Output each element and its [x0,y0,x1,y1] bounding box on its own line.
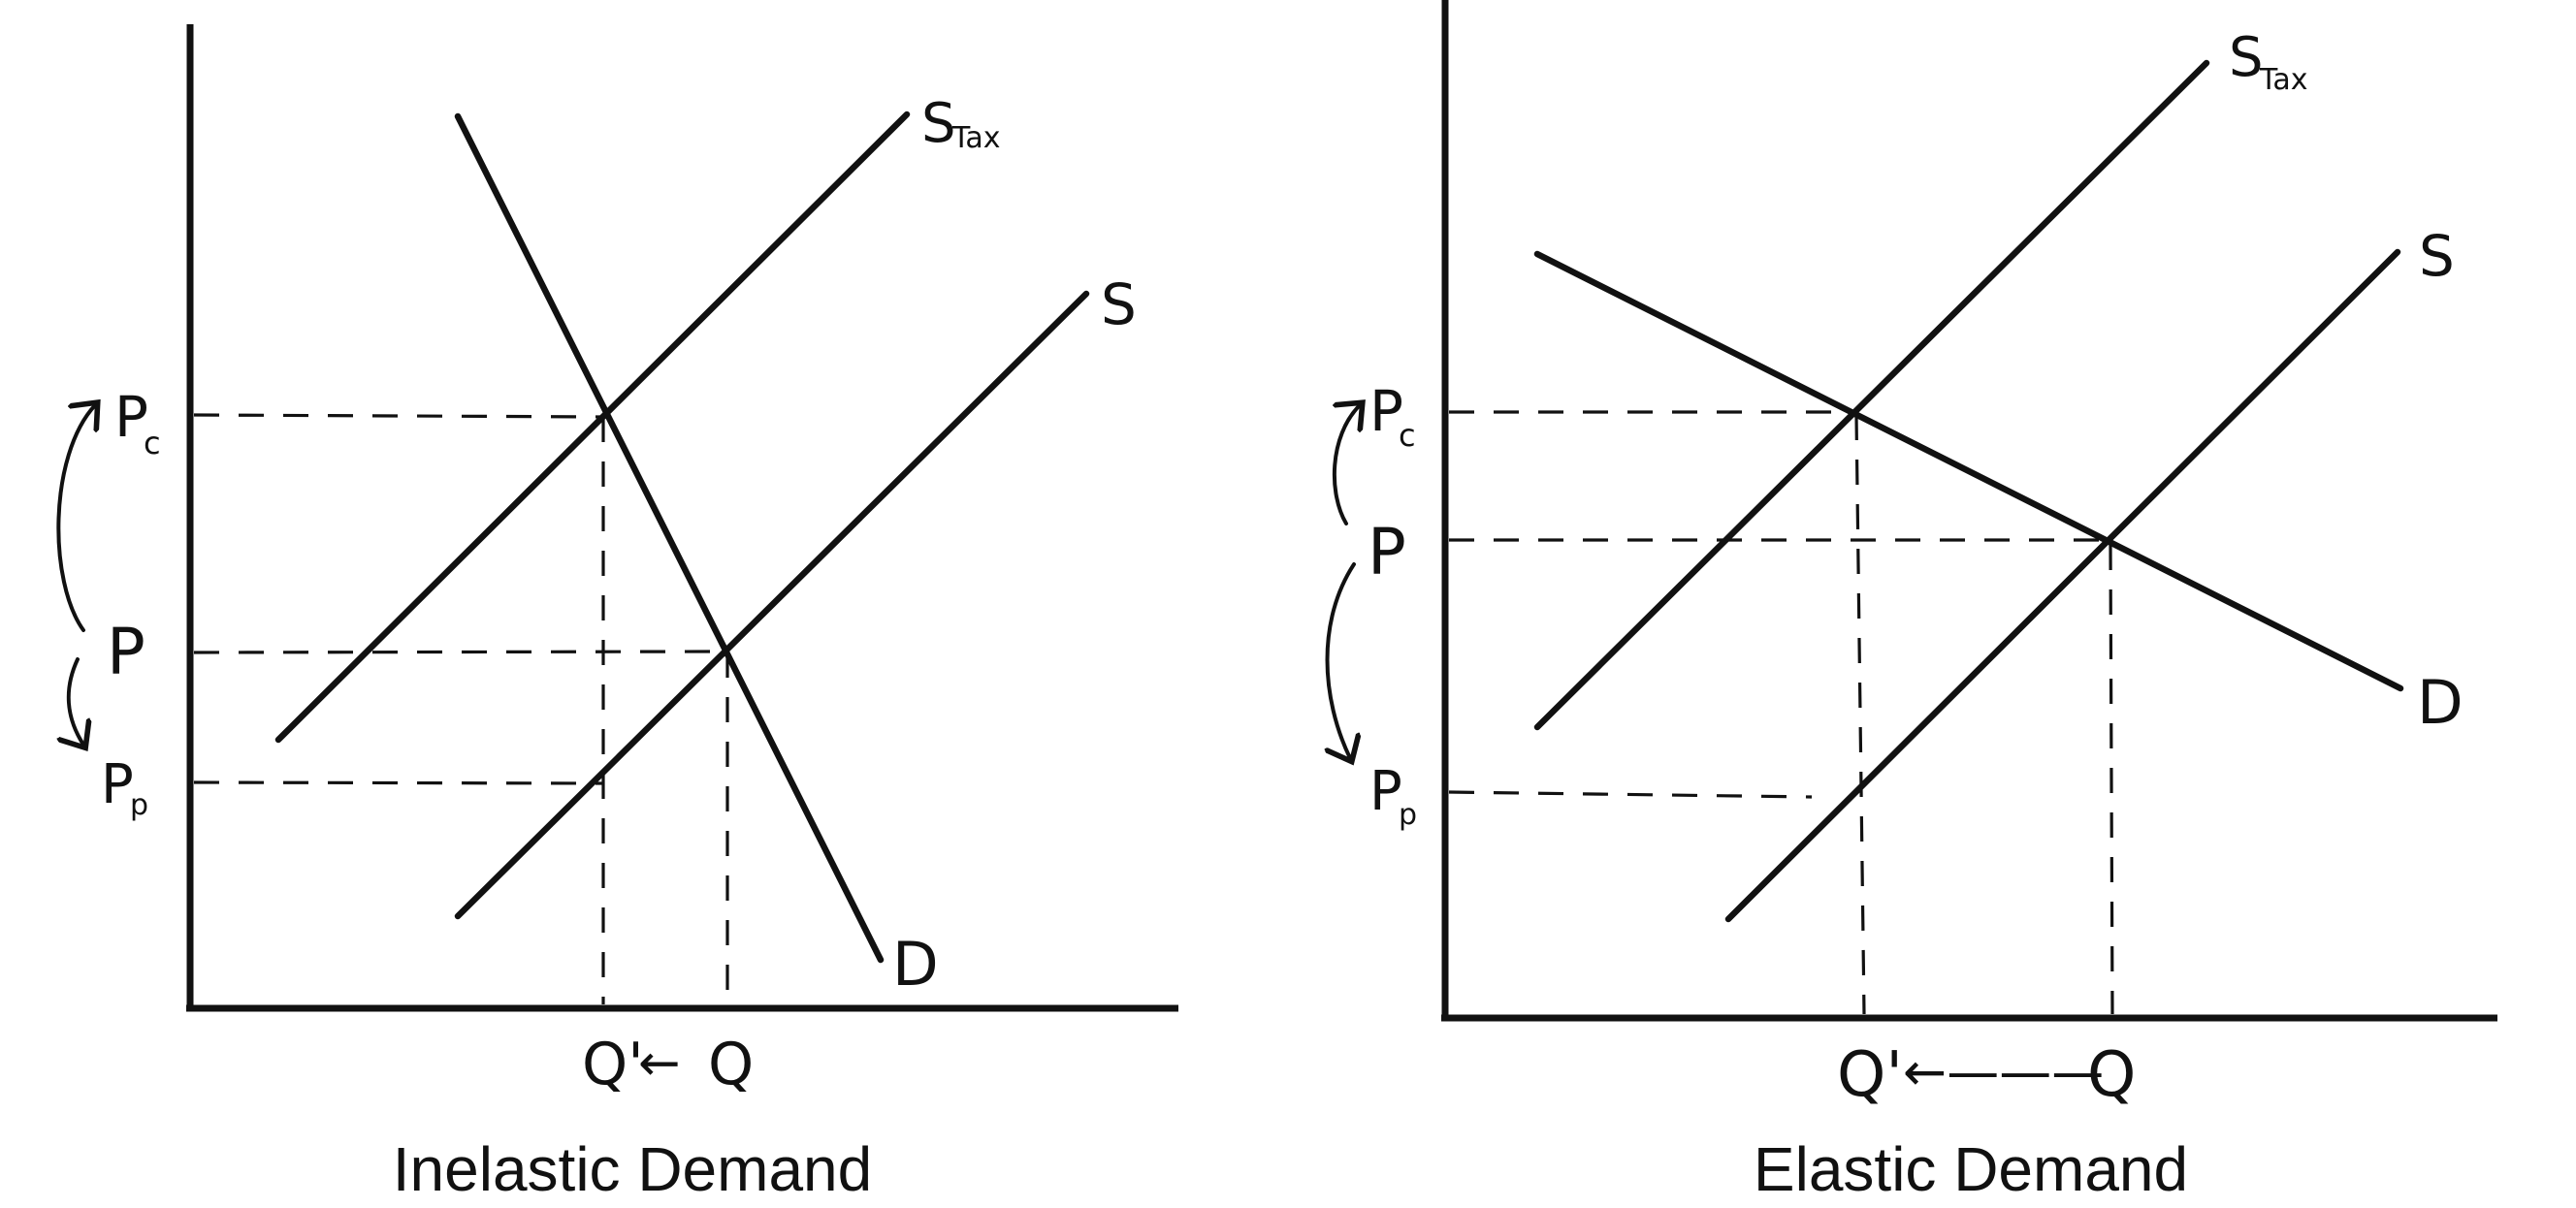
supply-tax-curve [1533,59,2210,731]
elastic-caption: Elastic Demand [1754,1134,2188,1204]
quantity-label: Q [2087,1039,2136,1111]
price-up-arrow [1335,405,1360,525]
elastic-diagram: S Tax S D P c P P p Q' ←——— Q Elastic De… [1328,0,2497,1204]
producer-price-guide [1448,790,1813,799]
demand-curve [1533,250,2404,692]
equilibrium-price-label: P [107,615,145,689]
svg-text:p: p [1399,798,1417,832]
consumer-price-label: P c [1369,378,1416,454]
svg-text:P: P [1369,378,1403,444]
producer-price-label: P p [101,753,148,822]
svg-text:Tax: Tax [951,121,1001,155]
demand-label: D [892,929,939,1000]
supply-curve [454,290,1090,920]
svg-text:S: S [2229,26,2264,89]
inelastic-caption: Inelastic Demand [393,1134,872,1204]
quantity-shift-arrow: ← [638,1034,681,1093]
new-quantity-label: Q' [582,1031,644,1098]
new-quantity-guide [1854,414,1866,1015]
equilibrium-price-label: P [1368,515,1406,589]
price-down-arrow [69,657,83,745]
svg-text:S: S [921,92,956,155]
supply-tax-label: S Tax [2229,26,2308,97]
quantity-label: Q [708,1031,754,1098]
supply-label: S [2419,223,2455,289]
svg-text:c: c [144,425,161,461]
svg-text:P: P [101,753,134,816]
supply-label: S [1101,271,1137,337]
svg-text:Tax: Tax [2259,63,2308,97]
inelastic-diagram: S Tax S D P c P P p Q' ← Q Inelastic Dem… [56,24,1178,1204]
svg-text:P: P [114,384,148,450]
consumer-price-guide [193,413,610,419]
supply-tax-label: S Tax [921,92,1001,155]
quantity-shift-arrow: ←——— [1903,1041,2104,1102]
svg-text:c: c [1399,417,1416,454]
supply-tax-curve [274,111,911,744]
producer-price-label: P p [1369,760,1417,832]
price-down-arrow [1328,562,1355,758]
svg-text:p: p [130,788,148,822]
producer-price-guide [193,780,604,785]
new-quantity-label: Q' [1837,1039,1903,1111]
svg-text:P: P [1369,760,1402,823]
consumer-price-label: P c [114,384,161,461]
demand-label: D [2417,667,2463,738]
price-up-arrow [56,405,95,632]
quantity-guide [2109,544,2114,1015]
demand-curve [454,112,885,964]
supply-curve [1724,248,2401,923]
